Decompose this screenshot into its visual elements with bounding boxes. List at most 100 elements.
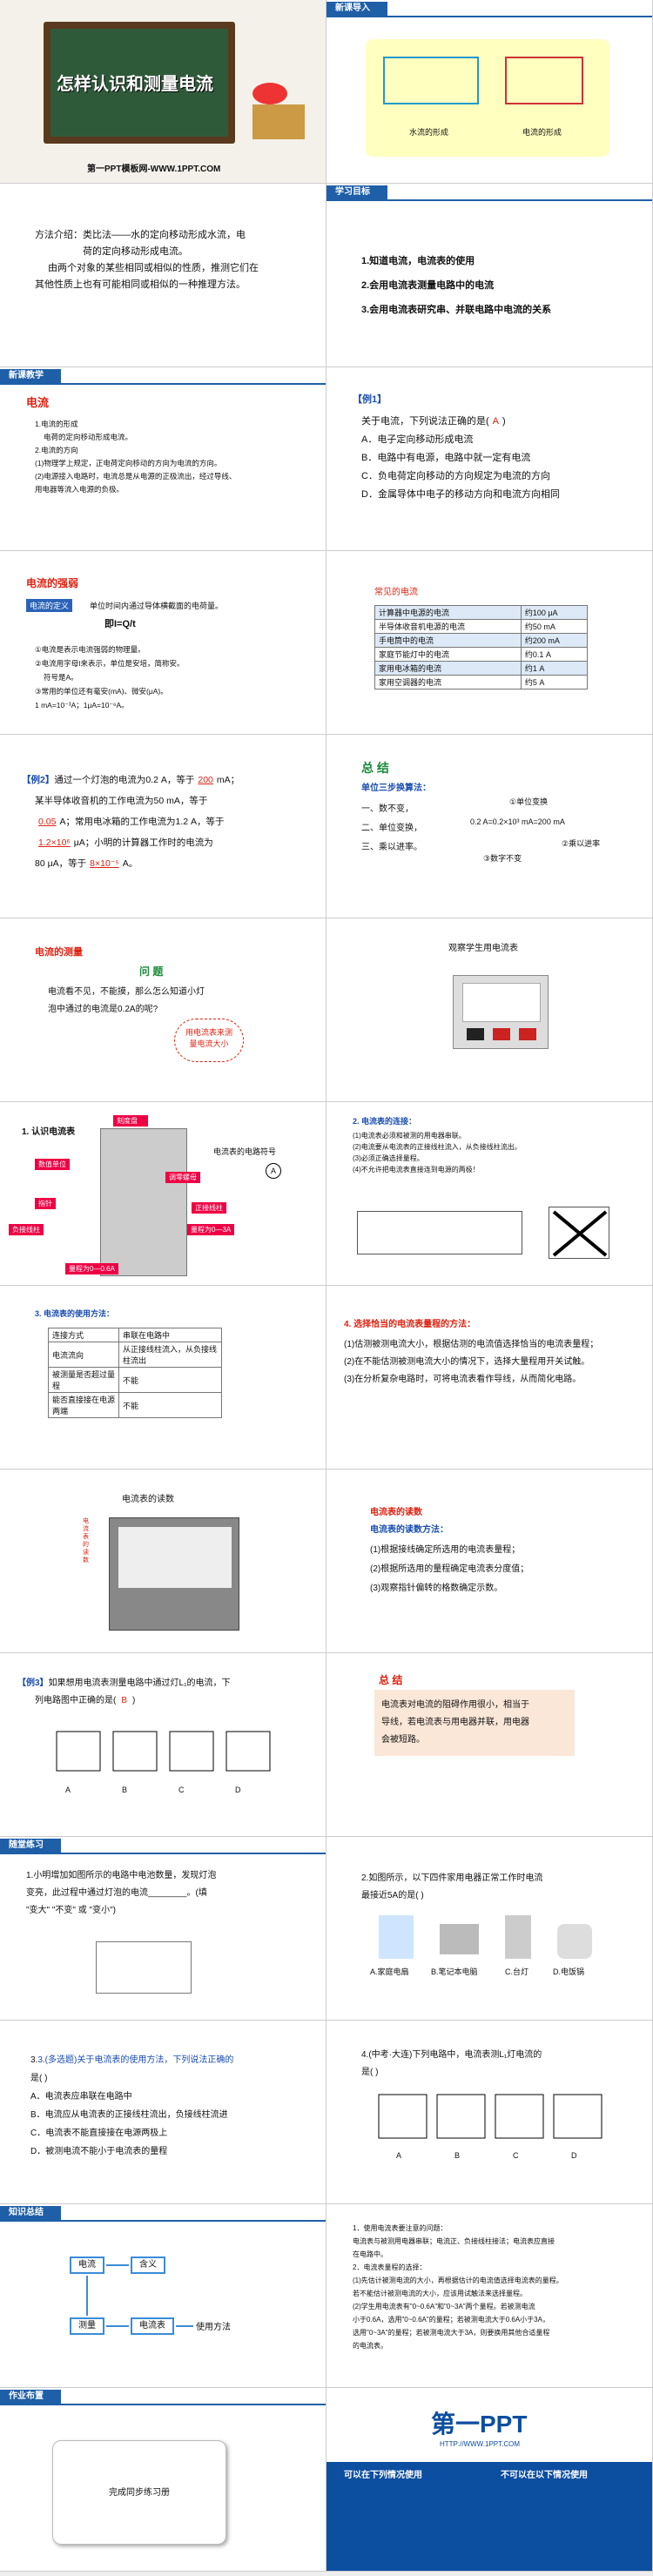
cell: 串联在电路中	[118, 1328, 222, 1342]
callout-range-large: 量程为0—3A	[187, 1224, 235, 1235]
question-end: )	[502, 416, 506, 427]
section-tag: 作业布置	[0, 2390, 61, 2404]
node-usage: 使用方法	[196, 2323, 231, 2332]
objective-2: 2.会用电流表测量电路中的电流	[361, 280, 495, 291]
item-label: C.台灯	[505, 1967, 529, 1976]
cell: 被测量是否超过量程	[48, 1367, 119, 1393]
section-tag: 知识总结	[0, 2206, 61, 2220]
answer: A	[492, 416, 500, 427]
definition: 单位时间内通过导体横截面的电荷量。	[90, 602, 224, 610]
right-title: 不可以在以下情况使用	[501, 2471, 588, 2480]
option-d: D．金属导体中电子的移动方向和电流方向相同	[361, 489, 560, 500]
rule: (4)不允许把电流表直接连到电源的两极！	[353, 1166, 480, 1174]
cell: 约200 mA	[520, 633, 589, 648]
answer: B	[121, 1696, 128, 1705]
books-icon	[252, 104, 305, 139]
option-label: D	[235, 1786, 241, 1794]
rule: (1)电流表必须和被测的用电器串联。	[353, 1132, 466, 1140]
question: "变大" "不变" 或 "变小")	[26, 1906, 116, 1915]
cell: 从正接线柱流入，从负接线柱流出	[118, 1342, 222, 1368]
heading: 总 结	[379, 1674, 403, 1686]
node-ammeter: 电流表	[131, 2317, 174, 2335]
note: ②电流用字母I来表示，单位是安培，简称安。	[35, 659, 185, 668]
step: 一、数不变，	[361, 804, 414, 814]
line: 用电器等流入电源的负极。	[35, 485, 125, 494]
slide-method: 方法介绍：类比法——水的定向移动形成水流，电 荷的定向移动形成电流。 由两个对象…	[0, 184, 326, 367]
slide-reading-image: 电流表的读数 电流表的读数	[0, 1470, 326, 1653]
slide-usage-table: 3. 电流表的使用方法： 连接方式串联在电路中 电流流向从正接线柱流入，从负接线…	[0, 1286, 326, 1470]
line: (1)物理学上规定，正电荷定向移动的方向为电流的方向。	[35, 459, 222, 467]
slide-knowledge-map: 知识总结 电流 含义 测量 电流表 使用方法	[0, 2204, 326, 2388]
cell: 不能	[118, 1367, 222, 1393]
apple-icon	[252, 83, 287, 104]
slide-current-strength: 电流的强弱 电流的定义 单位时间内通过导体横截面的电荷量。 即I=Q/t ①电流…	[0, 551, 326, 735]
answer-bubble: 用电流表来测量电流大小	[174, 1019, 244, 1062]
heading: 电流表的读数	[370, 1508, 422, 1517]
option: A．电流表应串联在电路中	[30, 2092, 132, 2102]
question: 是( )	[30, 2074, 48, 2083]
method: (1)估测被测电流大小，根据估测的电流值选择恰当的电流表量程；	[344, 1340, 599, 1349]
url: HTTP://WWW.1PPT.COM	[440, 2440, 520, 2448]
option-label: B	[122, 1786, 128, 1794]
slide-practice2: 2.如图所示，以下四件家用电器正常工作时电流 最接近5A的是( ) A.家庭电扇…	[326, 1837, 653, 2021]
slide-objectives: 学习目标 1.知道电流，电流表的使用 2.会用电流表测量电路中的电流 3.会用电…	[326, 184, 653, 367]
callout-positive: 正接线柱	[192, 1202, 226, 1214]
option-b: B．电路中有电源，电路中就一定有电流	[361, 453, 531, 463]
note: 1 mA=10⁻³A；1μA=10⁻⁶A。	[35, 701, 129, 710]
ammeter-symbol: A	[266, 1163, 281, 1179]
callout-zero-knob: 调零螺母	[165, 1172, 200, 1183]
option-a: A．电子定向移动形成电流	[361, 434, 474, 445]
answer: 200	[198, 775, 213, 785]
cell: 家用电冰箱的电流	[374, 661, 522, 676]
question-title: 问 题	[139, 965, 164, 978]
slide-intro: 新课导入 水流的形成 电流的形成	[326, 0, 653, 184]
callout-scale: 刻度盘	[113, 1115, 148, 1127]
point: 小于0.6A，选用"0~0.6A"的量程；若被测电流大于0.6A小于3A，	[353, 2316, 549, 2324]
callout-unit: 数值单位	[35, 1159, 70, 1170]
answer: 8×10⁻⁵	[90, 858, 119, 869]
cell: 手电筒中的电流	[374, 633, 522, 648]
water-caption: 水流的形成	[409, 128, 449, 137]
symbol-label: 电流表的电路符号	[213, 1147, 277, 1156]
caption: 观察学生用电流表	[448, 944, 518, 953]
circuit-options	[52, 1727, 279, 1788]
heading: 1. 认识电流表	[22, 1127, 76, 1137]
method-line-2: 荷的定向移动形成电流。	[83, 246, 188, 257]
method-line-3: 由两个对象的某些相同或相似的性质，推测它们在	[48, 263, 259, 273]
question: 2.如图所示，以下四件家用电器正常工作时电流	[361, 1873, 543, 1883]
circuit-options	[374, 2090, 609, 2151]
cell: 约100 μA	[520, 605, 589, 620]
circuit-photo	[357, 1211, 522, 1254]
ammeter-diagram	[100, 1128, 187, 1276]
section-tag: 随堂练习	[0, 1839, 61, 1853]
cross-icon	[552, 1210, 608, 1257]
cell: 约5 A	[520, 675, 589, 689]
line: 电荷的定向移动形成电流。	[44, 433, 133, 441]
slide-measure-question: 电流的测量 问 题 电流看不见，不能摸，那么怎么知道小灯 泡中通过的电流是0.2…	[0, 918, 326, 1102]
section-tag: 新课导入	[326, 2, 387, 16]
cell: 约50 mA	[520, 619, 589, 634]
cell: 约0.1 A	[520, 647, 589, 662]
slide-practice4: 4.(中考·大连)下列电路中，电流表测L₁灯电流的 是( ) A B C D	[326, 2021, 653, 2204]
slide-connection: 2. 电流表的连接： (1)电流表必须和被测的用电器串联。 (2)电流要从电流表…	[326, 1102, 653, 1286]
note: ③常用的单位还有毫安(mA)、微安(μA)。	[35, 687, 168, 696]
map-arrows-icon	[86, 2264, 193, 2327]
item-label: B.笔记本电脑	[431, 1967, 478, 1976]
rule: (3)必须正确选择量程。	[353, 1154, 424, 1162]
slide-practice3: 3.3.(多选题)关于电流表的使用方法，下列说法正确的 是( ) A．电流表应串…	[0, 2021, 326, 2204]
heading: 总 结	[361, 761, 389, 775]
question-end: )	[132, 1696, 136, 1705]
section-tag: 学习目标	[326, 185, 387, 199]
slide-range-select: 4. 选择恰当的电流表量程的方法： (1)估测被测电流大小，根据估测的电流值选择…	[326, 1286, 653, 1470]
answer: 1.2×10⁶	[38, 837, 71, 848]
option-c: C．负电荷定向移动的方向规定为电流的方向	[361, 471, 550, 481]
step: 二、单位变换，	[361, 824, 422, 833]
slide-summary-short: 总 结 电流表对电流的阻碍作用很小，相当于 导线，若电流表与用电器并联，用电器 …	[326, 1653, 653, 1837]
point: 的电流表。	[353, 2342, 387, 2350]
line: (2)电源接入电路时，电流总是从电源的正极流出，经过导线、	[35, 472, 237, 481]
slide-ammeter-photo: 观察学生用电流表	[326, 918, 653, 1102]
item-label: A.家庭电扇	[370, 1967, 409, 1976]
rice-cooker-icon	[557, 1924, 592, 1959]
left-title: 可以在下列情况使用	[344, 2471, 422, 2480]
